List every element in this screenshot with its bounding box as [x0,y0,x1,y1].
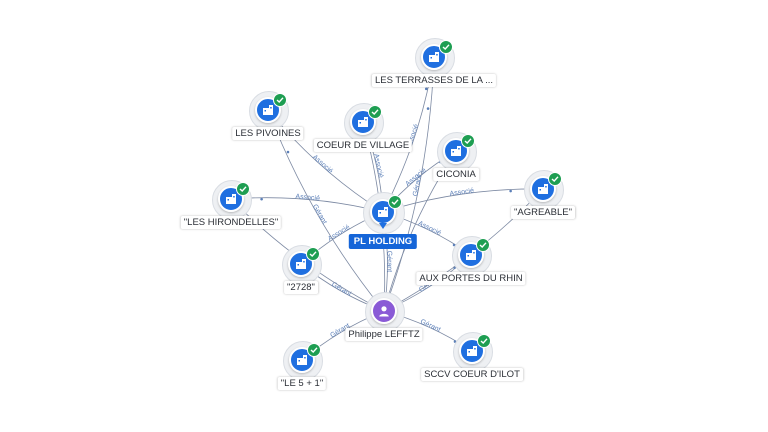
edge-label: Gérant [311,203,328,225]
verified-check-icon [477,334,491,348]
verified-check-icon [439,40,453,54]
edge-label: Gérant [330,281,352,298]
edge-label: Gérant [419,319,441,334]
node-label: "AGREABLE" [511,206,575,219]
node-label: PL HOLDING [348,234,418,249]
edge-arrow-icon [424,87,428,91]
verified-check-icon [368,105,382,119]
node-label: SCCV COEUR D'ILOT [421,368,523,381]
verified-check-icon [548,172,562,186]
edge-arrow-icon [286,150,290,154]
edge-arrow-icon [426,107,430,110]
edge-label: Associé [295,193,320,202]
node-label: LES TERRASSES DE LA ... [371,74,497,87]
node-label: AUX PORTES DU RHIN [416,272,526,285]
verified-check-icon [273,93,287,107]
node-label: CICONIA [433,168,479,181]
node-label: "LES HIRONDELLES" [180,216,282,229]
node-label: LES PIVOINES [232,127,304,140]
verified-check-icon [306,247,320,261]
edge-arrow-icon [260,197,263,201]
verified-check-icon [307,343,321,357]
company-building-icon [458,242,484,268]
edge-label: Associé [327,224,352,243]
edge-label: Gérant [385,251,392,273]
edge-person-terrasses [383,56,435,312]
edge-label: Associé [311,154,334,176]
verified-check-icon [461,134,475,148]
edge-label: Associé [417,220,442,237]
node-label: "2728" [284,281,318,294]
verified-check-icon [476,238,490,252]
node-label: Philippe LEFFTZ [345,328,423,341]
pin-tail-icon [379,223,387,229]
edge-label: Associé [372,153,384,179]
company-building-icon [255,97,281,123]
edge-arrow-icon [509,189,512,193]
node-label: COEUR DE VILLAGE [313,139,413,152]
edge-label: Associé [449,187,474,197]
node-label: "LE 5 + 1" [277,377,327,390]
edge-label: Gérant [412,174,423,196]
person-icon [371,298,397,324]
verified-check-icon [388,195,402,209]
verified-check-icon [236,182,250,196]
